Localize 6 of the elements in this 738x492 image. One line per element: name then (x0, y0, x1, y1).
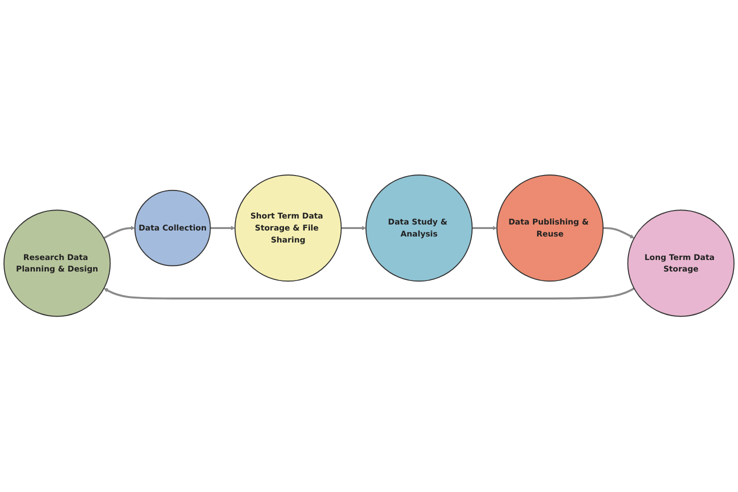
arrow (104, 288, 635, 300)
arrow (210, 226, 236, 231)
arrow (103, 226, 136, 240)
arrow (472, 226, 498, 231)
arrow (341, 226, 366, 231)
arrow (603, 227, 634, 239)
